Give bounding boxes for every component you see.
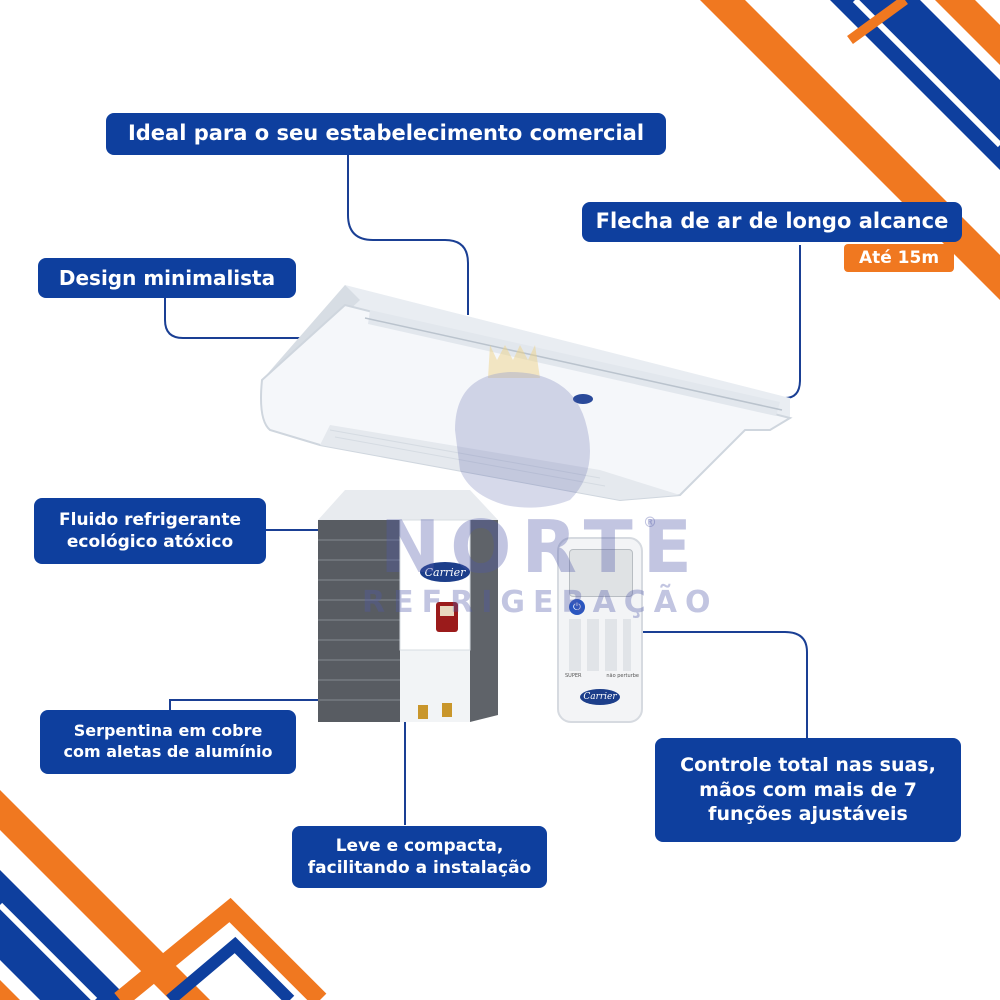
watermark-subtitle: REFRIGERAÇÃO [362,585,719,620]
watermark-registered: ® [643,515,659,531]
label-design: Design minimalista [38,258,296,298]
label-leve: Leve e compacta, facilitando a instalaçã… [292,826,547,888]
badge-flecha-range: Até 15m [844,244,954,272]
label-ideal: Ideal para o seu estabelecimento comerci… [106,113,666,155]
power-icon: ⏻ [569,599,585,615]
remote-dnd-label: não perturbe [606,673,639,679]
label-flecha: Flecha de ar de longo alcance [582,202,962,242]
remote-control: ⏻ SUPER não perturbe Carrier [557,537,643,723]
condenser-brand-logo: Carrier [420,562,470,582]
label-serpentina: Serpentina em cobre com aletas de alumín… [40,710,296,774]
remote-super-label: SUPER [565,673,582,679]
remote-brand-logo: Carrier [580,689,620,705]
label-fluido: Fluido refrigerante ecológico atóxico [34,498,266,564]
label-controle: Controle total nas suas, mãos com mais d… [655,738,961,842]
remote-lcd-screen [569,549,633,597]
watermark-name: NORTE [380,505,702,589]
remote-button-grid [569,619,631,671]
